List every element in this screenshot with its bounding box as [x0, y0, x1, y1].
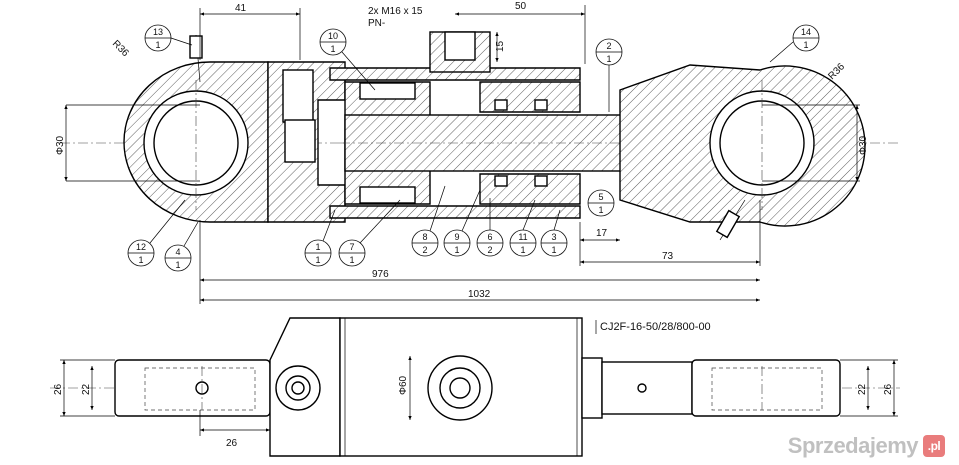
rear-clevis-side — [114, 359, 271, 417]
watermark-text: Sprzedajemy — [787, 433, 919, 458]
dim-41: 41 — [235, 3, 247, 14]
svg-text:8: 8 — [422, 232, 427, 242]
svg-text:2: 2 — [487, 245, 492, 255]
svg-text:7: 7 — [349, 242, 354, 252]
dim-73: 73 — [662, 251, 674, 262]
rod-outside — [601, 361, 693, 415]
balloon-7: 71 — [338, 199, 401, 267]
svg-text:2: 2 — [422, 245, 427, 255]
dim-r36-left: R36 — [110, 38, 131, 59]
svg-text:1: 1 — [315, 255, 320, 265]
svg-text:1: 1 — [155, 40, 160, 50]
balloon-14: 141 — [769, 24, 820, 63]
dim-port-depth: 15 — [495, 40, 506, 52]
svg-text:1: 1 — [349, 255, 354, 265]
svg-text:1: 1 — [138, 255, 143, 265]
svg-text:13: 13 — [153, 27, 163, 37]
dim-w22-right: 22 — [857, 383, 868, 395]
balloon-1: 11 — [304, 209, 336, 267]
watermark-badge: .pl — [923, 435, 945, 457]
balloon-12: 12 1 — [127, 199, 186, 267]
dim-1032: 1032 — [468, 289, 491, 300]
grease-nipple-left — [189, 35, 203, 59]
balloon-2: 21 — [595, 38, 623, 112]
svg-text:1: 1 — [606, 54, 611, 64]
drawing-designation: CJ2F-16-50/28/800-00 — [600, 321, 711, 333]
section-dimensions: 41 50 2x M16 x 15 PN- 15 R36 R36 Φ30 Φ30… — [55, 1, 869, 304]
svg-text:1: 1 — [454, 245, 459, 255]
svg-text:1: 1 — [315, 242, 320, 252]
svg-text:11: 11 — [518, 232, 527, 242]
svg-text:1: 1 — [175, 260, 180, 270]
svg-text:1: 1 — [330, 44, 335, 54]
dim-976: 976 — [372, 269, 389, 280]
watermark: Sprzedajemy .pl — [788, 433, 945, 459]
dim-w26-left: 26 — [53, 383, 64, 395]
svg-text:4: 4 — [175, 247, 180, 257]
outside-dimensions: 26 22 22 26 26 Φ60 CJ2F-16-50/28/800-00 — [53, 320, 898, 449]
svg-text:12: 12 — [136, 242, 146, 252]
dim-w22-left: 22 — [81, 383, 92, 395]
balloon-3: 31 — [540, 209, 568, 257]
part-balloons: 131 101 21 141 51 121 41 — [127, 24, 820, 272]
svg-text:1: 1 — [520, 245, 525, 255]
svg-text:2: 2 — [606, 41, 611, 51]
svg-text:6: 6 — [487, 232, 492, 242]
balloon-11: 111 — [509, 199, 537, 257]
balloon-10: 101 — [319, 28, 376, 91]
svg-text:3: 3 — [551, 232, 556, 242]
svg-text:14: 14 — [801, 27, 811, 37]
outside-view — [50, 317, 900, 457]
svg-text:5: 5 — [598, 192, 603, 202]
rod-eye — [619, 64, 866, 241]
dim-dia30-right: Φ30 — [858, 135, 869, 155]
cylinder-base — [267, 61, 346, 223]
balloon-9: 91 — [443, 189, 481, 257]
svg-text:1: 1 — [803, 40, 808, 50]
dim-w26-right: 26 — [883, 383, 894, 395]
dim-dia30-left: Φ30 — [55, 135, 66, 155]
dim-50: 50 — [515, 1, 527, 12]
pn-label: PN- — [368, 18, 385, 29]
svg-text:10: 10 — [328, 31, 338, 41]
dim-17: 17 — [596, 228, 608, 239]
balloon-8: 82 — [411, 185, 446, 257]
balloon-4: 41 — [164, 221, 199, 272]
gland — [479, 81, 581, 205]
svg-text:1: 1 — [598, 205, 603, 215]
dim-dia60: Φ60 — [398, 375, 409, 395]
rear-eye — [123, 34, 269, 223]
port-thread-label: 2x M16 x 15 — [368, 6, 423, 17]
balloon-13: 131 — [144, 24, 193, 52]
rod-clevis-side — [691, 359, 841, 417]
svg-text:9: 9 — [454, 232, 459, 242]
cylinder-barrel — [329, 31, 581, 219]
dim-w26-bottom: 26 — [226, 438, 238, 449]
section-view — [60, 31, 900, 241]
balloon-5: 51 — [587, 189, 615, 217]
balloon-6: 62 — [476, 198, 504, 257]
grease-nipple-right — [715, 209, 741, 239]
svg-text:1: 1 — [551, 245, 556, 255]
